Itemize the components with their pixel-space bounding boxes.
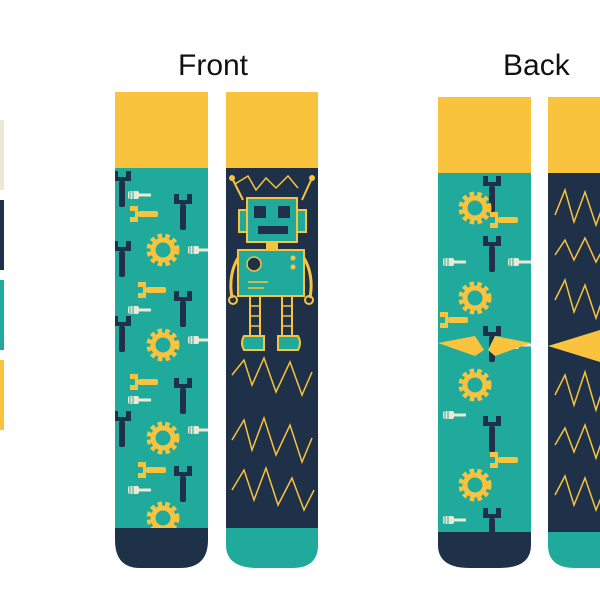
zigzag-pattern-front bbox=[231, 174, 315, 512]
front-sock-left bbox=[115, 92, 208, 568]
swatch-navy bbox=[0, 200, 4, 270]
robot-icon bbox=[228, 175, 315, 351]
swatch-cream bbox=[0, 120, 4, 190]
back-sock-left bbox=[438, 97, 531, 568]
swatch-teal bbox=[0, 280, 4, 350]
back-label: Back bbox=[503, 49, 570, 82]
zigzag-pattern-back bbox=[554, 187, 600, 513]
back-sock-right bbox=[548, 97, 600, 568]
front-sock-right bbox=[226, 92, 318, 568]
swatch-yellow bbox=[0, 360, 4, 430]
front-label: Front bbox=[178, 49, 249, 82]
